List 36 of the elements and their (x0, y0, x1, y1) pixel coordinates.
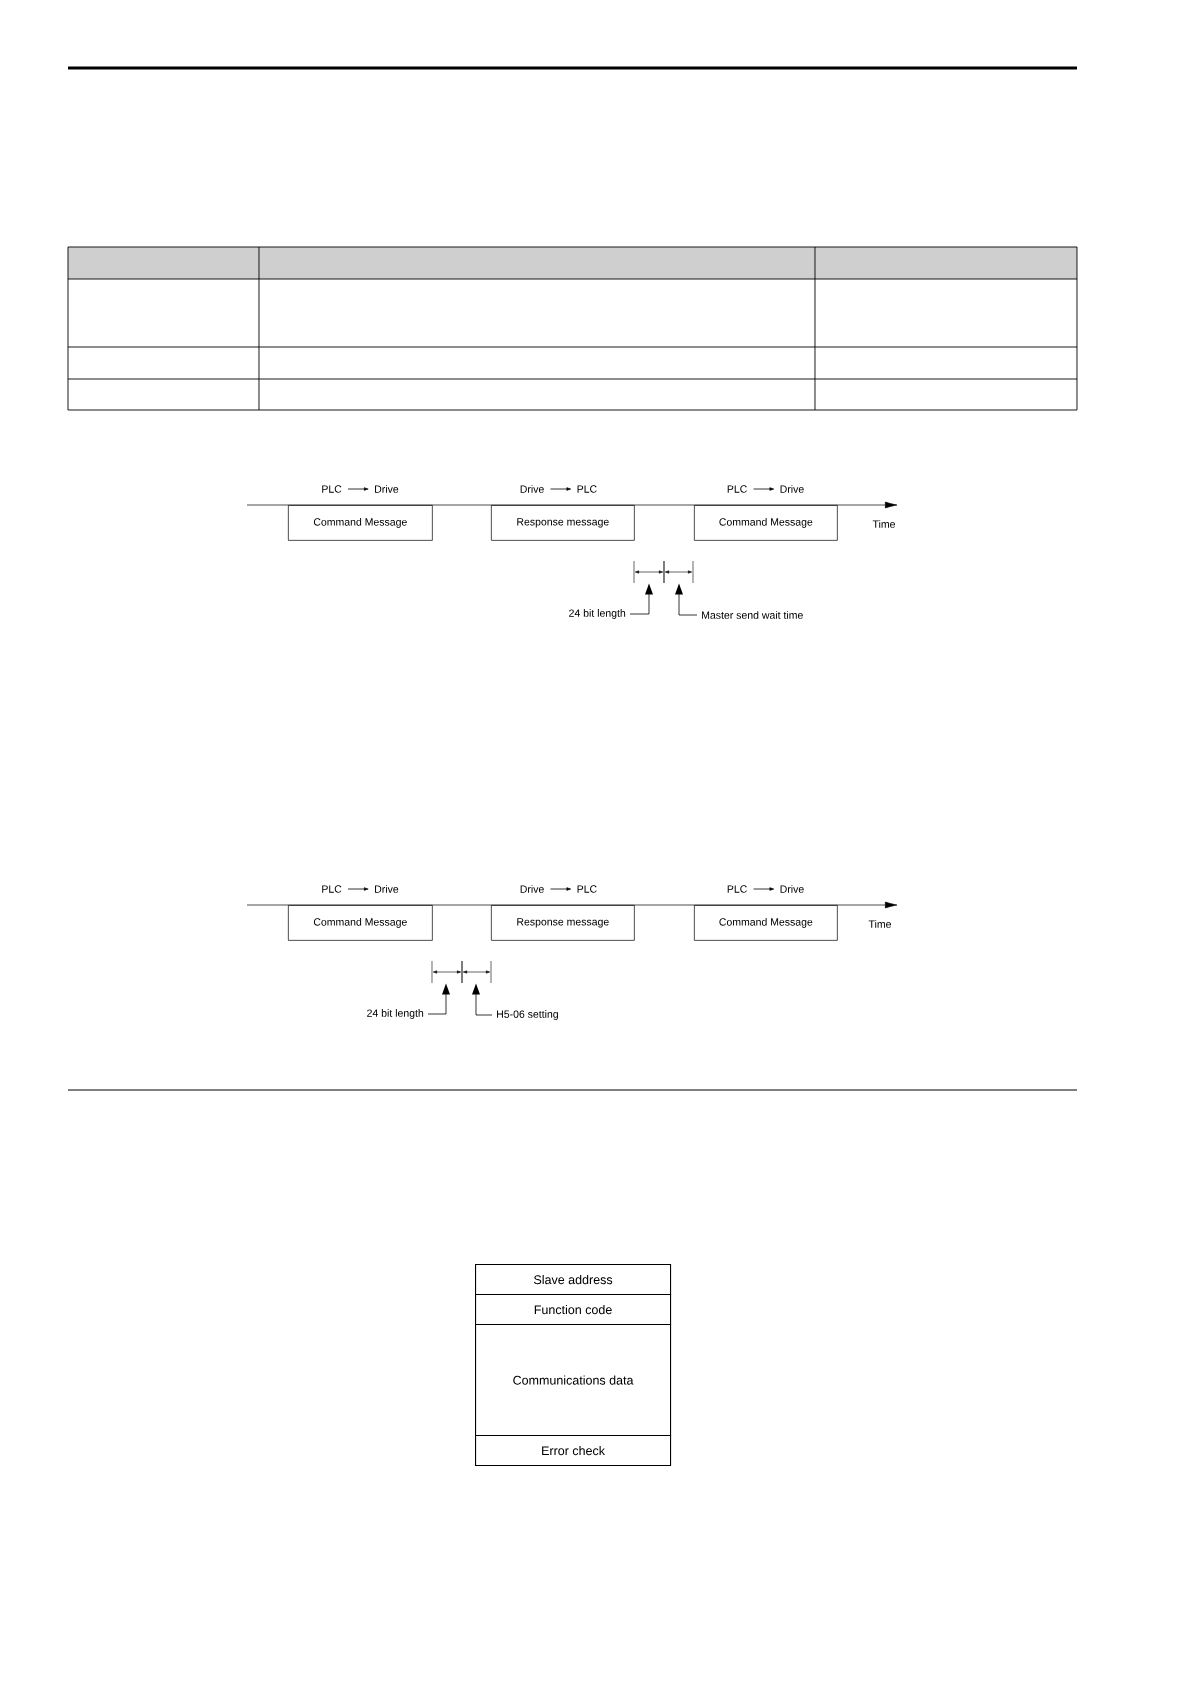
direction-label: PLC (577, 485, 597, 493)
frame-field: Error check (475, 1435, 672, 1467)
frame-field: Slave address (475, 1264, 672, 1296)
direction-label: PLC (322, 485, 342, 493)
axis-label: Time (868, 920, 891, 928)
message-box: Response message (491, 905, 635, 941)
dimension-line (633, 560, 665, 584)
leader-line (675, 583, 698, 616)
axis-label: Time (872, 520, 895, 528)
dimension-line (461, 960, 492, 984)
direction-label: PLC (322, 885, 342, 893)
leader-text: 24 bit length (569, 609, 626, 619)
message-box: Command Message (288, 505, 433, 541)
message-box: Command Message (694, 505, 838, 541)
direction-label: Drive (375, 885, 399, 893)
leader-text: H5-06 setting (497, 1010, 558, 1020)
message-box: Command Message (694, 905, 838, 941)
dimension-line (431, 960, 463, 984)
frame-field: Function code (475, 1294, 672, 1326)
dimension-line (663, 560, 694, 584)
message-box: Command Message (288, 905, 433, 941)
direction-label: Drive (780, 485, 804, 493)
direction-label: PLC (577, 885, 597, 893)
frame-field: Communications data (475, 1324, 672, 1437)
direction-label: Drive (520, 885, 544, 893)
leader-text: 24 bit length (367, 1009, 424, 1019)
direction-label: PLC (727, 885, 747, 893)
leader-line (629, 583, 653, 615)
direction-label: Drive (375, 485, 399, 493)
leader-line (427, 983, 450, 1015)
leader-text: Master send wait time (702, 611, 803, 619)
leader-line (472, 983, 493, 1016)
direction-label: Drive (520, 485, 544, 493)
direction-label: PLC (727, 485, 747, 493)
direction-label: Drive (780, 885, 804, 893)
message-box: Response message (491, 505, 635, 541)
